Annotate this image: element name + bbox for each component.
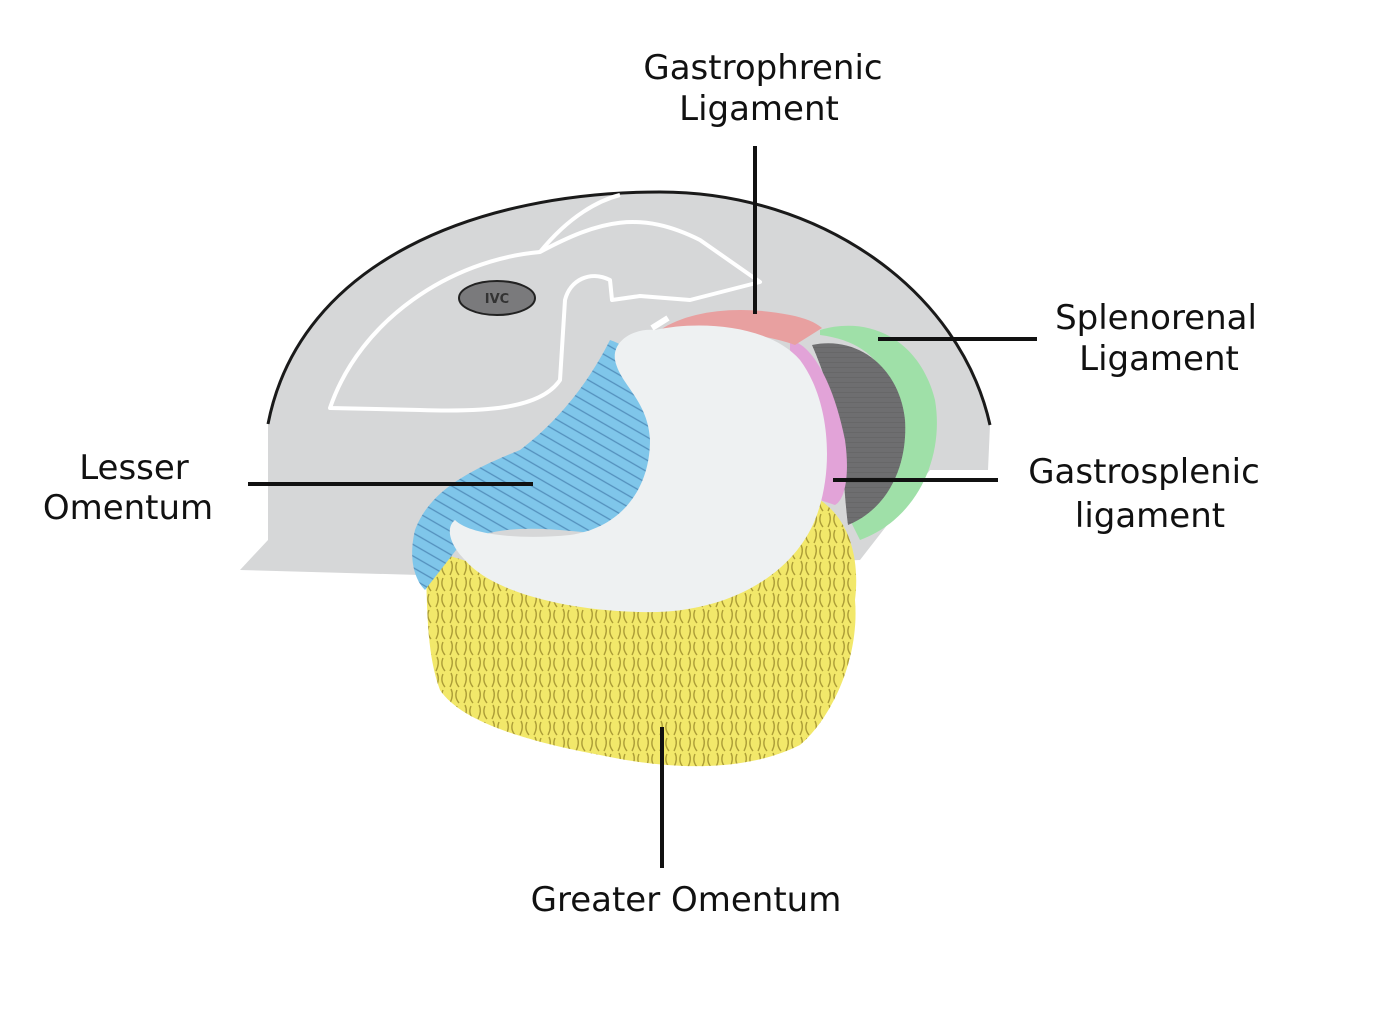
ligament-teres-outline	[538, 193, 621, 254]
splenorenal-label-line2: Ligament	[1079, 339, 1239, 379]
greater-omentum-label: Greater Omentum	[531, 880, 842, 920]
lesser-omentum-label-line2: Omentum	[43, 488, 213, 528]
ivc-label: IVC	[485, 292, 509, 307]
gastrosplenic-label-line2: ligament	[1075, 496, 1225, 536]
stomach-shape	[449, 325, 827, 613]
lesser-omentum-label-line1: Lesser	[79, 448, 189, 488]
ivc-shape	[458, 280, 536, 316]
posterior-wall-outline	[266, 190, 992, 426]
gastrophrenic-ligament-shape	[660, 310, 822, 345]
gastrophrenic-label-line2: Ligament	[679, 89, 839, 129]
splenorenal-ligament-shape	[820, 325, 937, 540]
gastrosplenic-label-line1: Gastrosplenic	[1028, 452, 1260, 492]
splenorenal-label-line1: Splenorenal	[1055, 298, 1257, 338]
greater-omentum-texture	[425, 500, 857, 767]
esophagus-stub	[650, 315, 670, 331]
gastrophrenic-label-line1: Gastrophrenic	[643, 48, 882, 88]
lesser-omentum-texture	[412, 340, 656, 590]
liver-bed-outline	[328, 220, 762, 413]
